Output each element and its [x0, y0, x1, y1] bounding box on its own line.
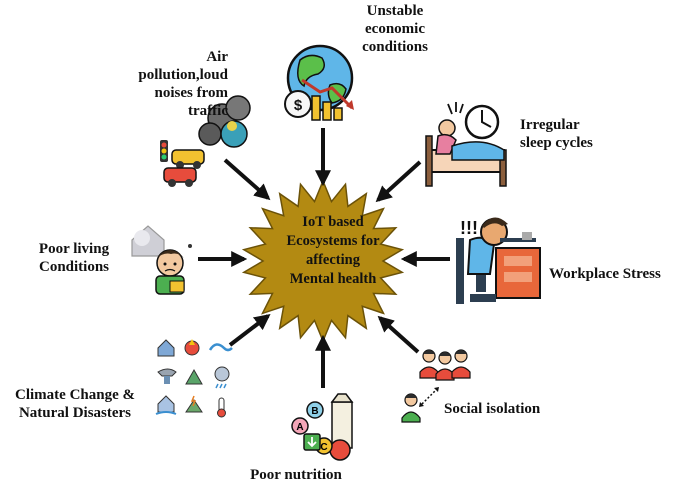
bed-clock-icon: [425, 102, 507, 187]
arrow-climate: [228, 314, 271, 347]
label-line: Workplace Stress: [549, 266, 661, 282]
label-line: noises from: [154, 85, 228, 101]
label-line: sleep cycles: [520, 135, 593, 151]
label-line: Social isolation: [444, 401, 541, 417]
vitamin-food-icon: B A C: [291, 393, 354, 461]
label-line: economic: [365, 21, 425, 37]
label-nutrition: Poor nutrition: [236, 466, 356, 484]
label-line: Conditions: [38, 259, 110, 275]
isolated-person-group-icon: [401, 349, 471, 423]
label-line: conditions: [362, 39, 428, 55]
arrow-social: [377, 315, 420, 354]
globe-dollar-decline-icon: $: [284, 44, 354, 121]
label-line: Unstable: [366, 3, 424, 19]
label-climate: Climate Change & Natural Disasters: [2, 386, 148, 422]
center-line: Mental health: [289, 271, 377, 287]
center-line: affecting: [306, 252, 360, 268]
label-line: Poor living: [38, 241, 110, 257]
stressed-worker-desk-icon: !!!: [456, 217, 541, 304]
factory-cars-pollution-icon: [160, 95, 251, 187]
arrow-sleep: [375, 160, 422, 203]
label-line: pollution,loud: [138, 67, 228, 83]
label-air-pollution: Air pollution,loud noises from traffic: [118, 48, 228, 120]
label-line: Irregular: [520, 117, 580, 133]
label-living: Poor living Conditions: [24, 240, 124, 276]
center-line: Ecosystems for: [286, 233, 380, 249]
arrows: [198, 128, 450, 388]
vitamin-c-label: C: [320, 442, 327, 453]
sad-boy-house-icon: [131, 225, 192, 295]
vitamin-b-label: B: [311, 406, 318, 417]
arrow-air: [223, 158, 271, 201]
weather-disaster-grid-icon: [155, 339, 233, 418]
center-title: IoT based Ecosystems for affecting Menta…: [258, 213, 408, 289]
svg-text:$: $: [294, 97, 303, 114]
label-workplace: Workplace Stress: [549, 265, 683, 283]
label-social: Social isolation: [444, 400, 574, 418]
label-line: Climate Change &: [15, 387, 135, 403]
label-line: Poor nutrition: [250, 467, 342, 483]
svg-text:!!!: !!!: [460, 218, 478, 238]
label-line: traffic: [188, 103, 228, 119]
vitamin-a-label: A: [296, 422, 303, 433]
label-sleep: Irregular sleep cycles: [520, 116, 630, 152]
label-economic: Unstable economic conditions: [340, 2, 450, 56]
center-line: IoT based: [302, 214, 364, 230]
label-line: Air: [206, 49, 228, 65]
label-line: Natural Disasters: [18, 405, 132, 421]
